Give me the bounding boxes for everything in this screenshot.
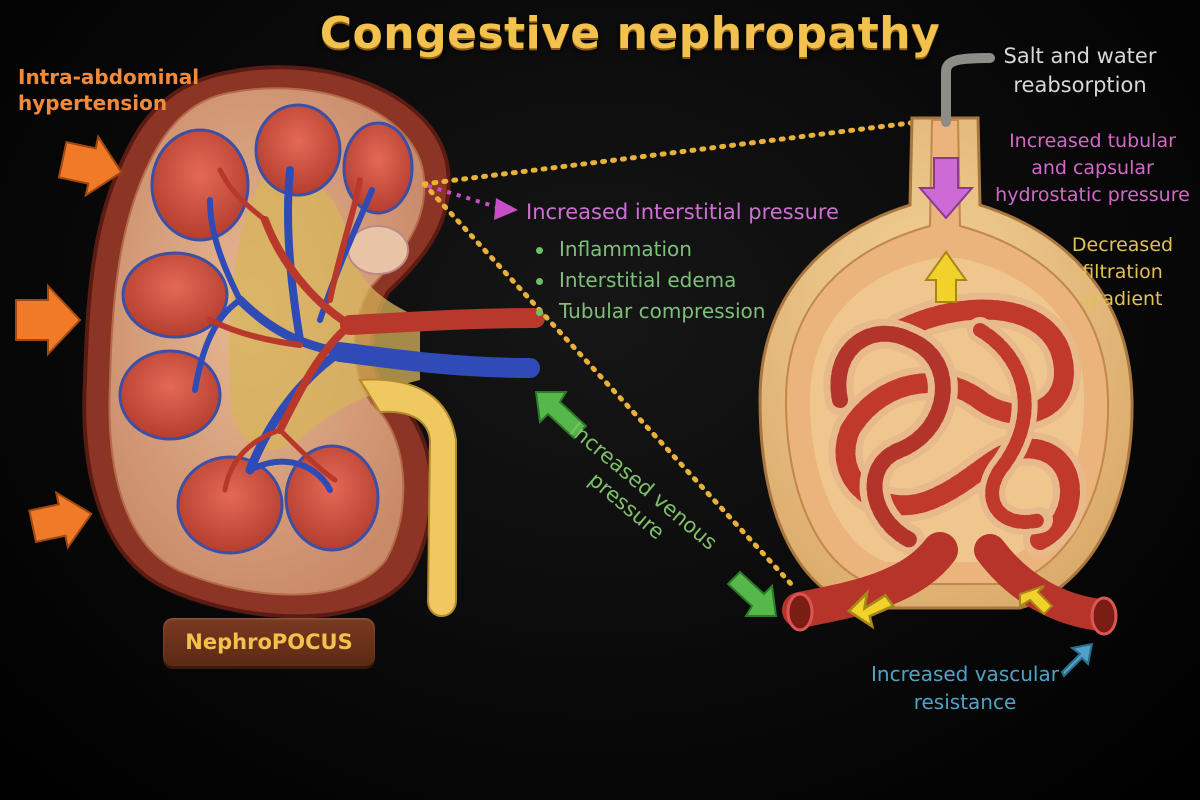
list-item: Tubular compression xyxy=(536,296,765,327)
kidney xyxy=(82,65,545,619)
ureter xyxy=(358,378,457,617)
arrow-right-icon xyxy=(494,198,518,220)
arrow-down-right-icon xyxy=(726,570,778,617)
pyramid xyxy=(254,103,342,197)
pyramid xyxy=(150,128,250,242)
vascular-resistance-label: Increased vascular resistance xyxy=(871,662,1059,714)
pyramid xyxy=(118,349,222,441)
pyramid xyxy=(121,251,229,339)
vessel-lumen xyxy=(1090,596,1118,636)
arrow-down-icon xyxy=(917,157,975,220)
arrow-up-right-icon xyxy=(1060,642,1094,678)
renal-arteries xyxy=(207,167,545,493)
diagram-title: Congestive nephropathy xyxy=(319,8,941,59)
bullet-icon xyxy=(536,247,543,254)
bullet-icon xyxy=(536,278,543,285)
vessel-lumen xyxy=(786,592,814,632)
renal-veins xyxy=(192,166,540,493)
interstitial-pressure-heading: Increased interstitial pressure xyxy=(526,200,839,224)
arrow-up-icon xyxy=(924,250,968,303)
filtration-arrows xyxy=(846,250,1054,630)
zoom-connector-lines xyxy=(421,119,921,588)
pyramid xyxy=(342,121,414,215)
arrow-up-left-icon xyxy=(534,391,588,440)
nephropocus-badge: NephroPOCUS xyxy=(163,618,375,666)
arrow-left-icon xyxy=(846,589,896,630)
afferent-arteriole xyxy=(782,532,958,628)
arrow-up-left-icon xyxy=(1019,585,1054,616)
list-item: Inflammation xyxy=(536,234,765,265)
glomerular-capillaries xyxy=(823,292,1087,557)
bullet-icon xyxy=(536,309,543,316)
intra-abdominal-hypertension-label: Intra-abdominal hypertension xyxy=(18,65,200,115)
badge-label: NephroPOCUS xyxy=(185,630,353,654)
arrow-right-icon xyxy=(28,490,93,550)
filtration-gradient-label: Decreased filtration gradient xyxy=(1071,234,1174,310)
pyramid xyxy=(347,225,409,275)
arrow-right-icon xyxy=(15,283,82,357)
renal-pyramids xyxy=(118,103,414,555)
abdominal-pressure-arrows xyxy=(15,134,123,550)
venous-pressure-arrows xyxy=(534,391,778,617)
salt-water-reabsorption-label: Salt and water reabsorption xyxy=(1003,44,1157,97)
tubular-capsular-pressure-label: Increased tubular and capsular hydrostat… xyxy=(995,130,1190,206)
efferent-tubule xyxy=(941,53,995,127)
list-item: Interstitial edema xyxy=(536,265,765,296)
arrow-right-icon xyxy=(57,134,123,198)
pyramid xyxy=(176,455,284,555)
interstitial-arrow xyxy=(427,184,518,220)
pyramid xyxy=(284,444,380,552)
interstitial-effects-list: Inflammation Interstitial edema Tubular … xyxy=(536,234,765,327)
